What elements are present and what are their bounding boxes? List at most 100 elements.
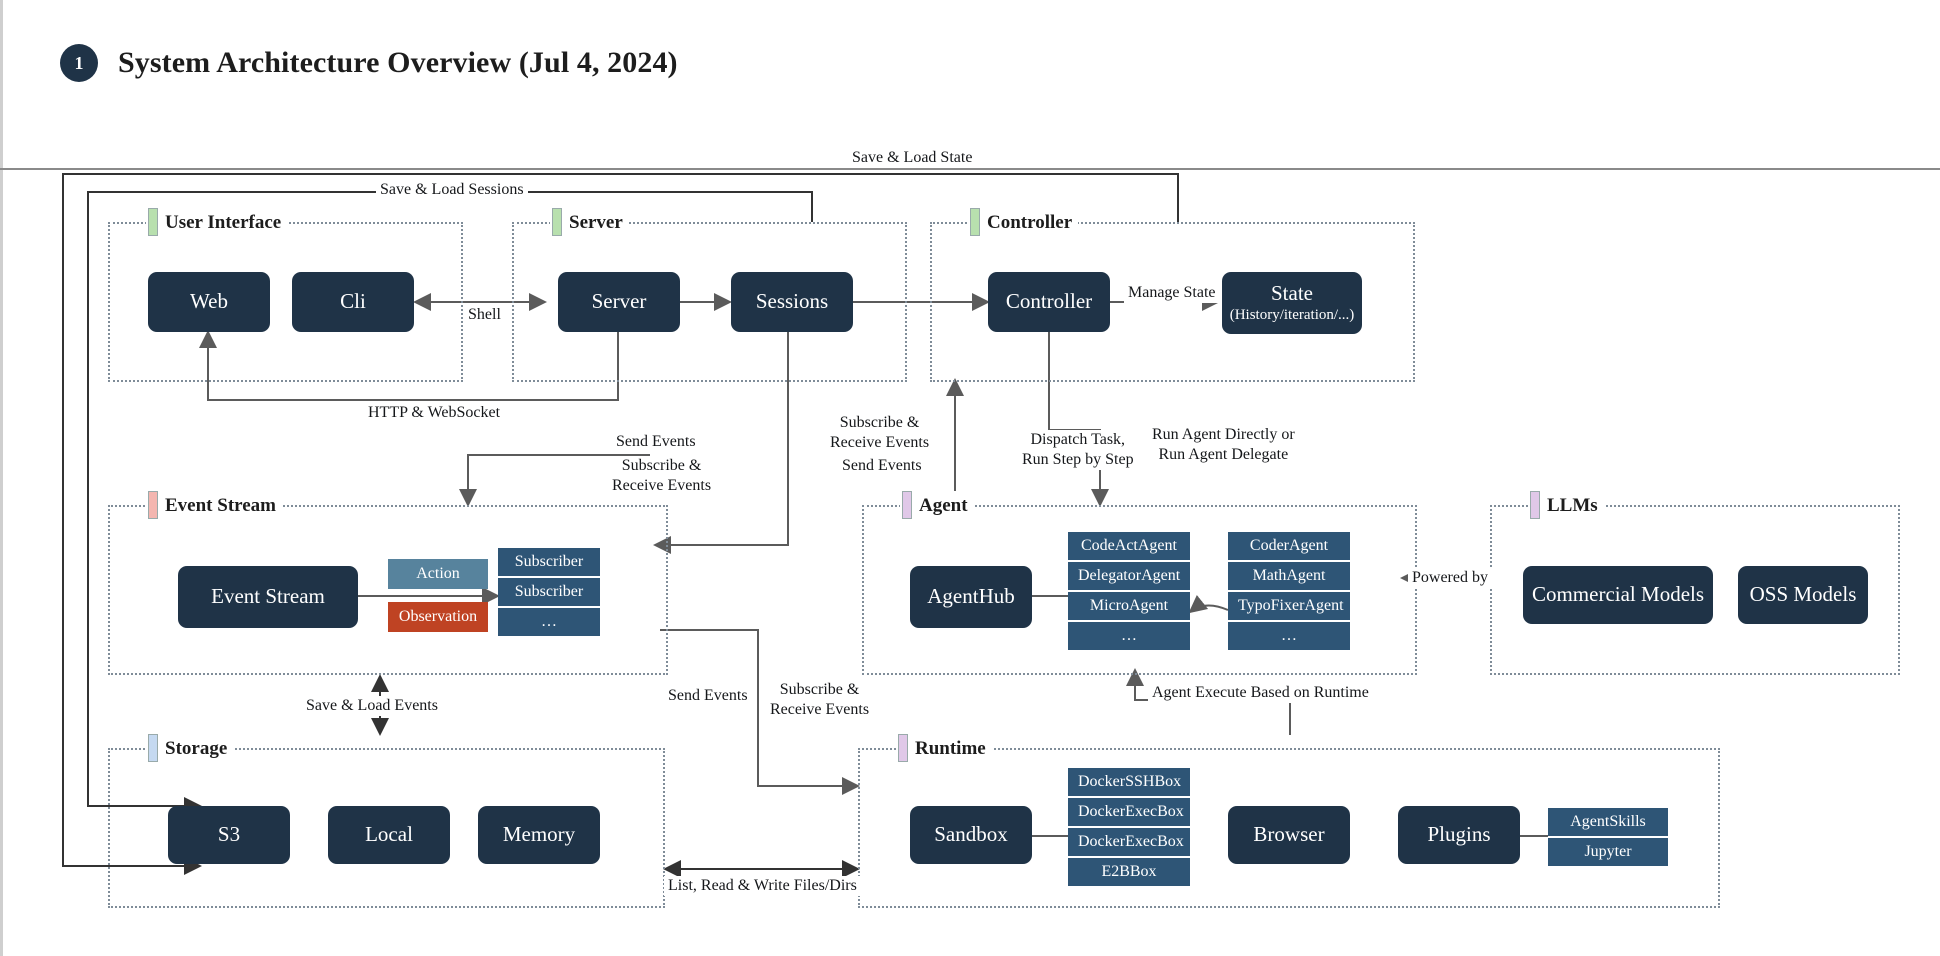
group-title-runtime: Runtime — [896, 734, 992, 762]
edge-label-powered-by: Powered by — [1408, 568, 1492, 588]
stack-item[interactable]: Jupyter — [1548, 838, 1668, 866]
group-title-llms: LLMs — [1528, 491, 1604, 519]
group-user-interface: User Interface — [108, 208, 463, 382]
stack-item[interactable]: Subscriber — [498, 548, 600, 576]
group-title-event-stream: Event Stream — [146, 491, 282, 519]
group-label: User Interface — [165, 211, 282, 233]
stack-item[interactable]: TypoFixerAgent — [1228, 592, 1350, 620]
node-label: Memory — [502, 822, 576, 847]
node-web[interactable]: Web — [148, 272, 270, 332]
node-label: Web — [190, 289, 228, 314]
group-controller: Controller — [930, 208, 1415, 382]
stack-sandboxes: DockerSSHBox DockerExecBox DockerExecBox… — [1068, 768, 1190, 886]
group-title-user-interface: User Interface — [146, 208, 288, 236]
group-llms: LLMs — [1490, 491, 1900, 675]
stack-item[interactable]: … — [498, 608, 600, 636]
edge-label-dispatch-task: Dispatch Task,Run Step by Step — [1018, 430, 1138, 470]
node-label: Browser — [1253, 822, 1325, 847]
node-label: S3 — [217, 822, 241, 847]
stack-item[interactable]: MathAgent — [1228, 562, 1350, 590]
edge-label-manage-state: Manage State — [1124, 283, 1220, 303]
stack-item[interactable]: E2BBox — [1068, 858, 1190, 886]
node-label: Sessions — [755, 289, 829, 314]
node-label: State — [1271, 280, 1313, 305]
group-accent-bar-icon — [148, 734, 158, 762]
node-s3[interactable]: S3 — [168, 806, 290, 864]
node-event-stream[interactable]: Event Stream — [178, 566, 358, 628]
edge-label-subscribe-receive-3: Subscribe &Receive Events — [766, 680, 874, 720]
edge-label-shell: Shell — [464, 305, 505, 325]
stack-agents-right: CoderAgent MathAgent TypoFixerAgent … — [1228, 532, 1350, 650]
stack-item[interactable]: AgentSkills — [1548, 808, 1668, 836]
node-label: OSS Models — [1749, 582, 1857, 607]
node-label: Plugins — [1427, 822, 1491, 847]
edge-label-subscribe-receive-2: Subscribe &Receive Events — [826, 413, 934, 453]
node-plugins[interactable]: Plugins — [1398, 806, 1520, 864]
edge-label-save-load-sessions: Save & Load Sessions — [376, 180, 528, 200]
group-accent-bar-icon — [902, 491, 912, 519]
group-label: LLMs — [1547, 494, 1598, 516]
chip-action[interactable]: Action — [388, 559, 488, 589]
group-server: Server — [512, 208, 907, 382]
edge-label-http-websocket: HTTP & WebSocket — [364, 403, 505, 423]
group-accent-bar-icon — [148, 491, 158, 519]
node-label: Sandbox — [934, 822, 1008, 847]
node-local[interactable]: Local — [328, 806, 450, 864]
node-label: AgentHub — [927, 584, 1015, 609]
slide-number-badge: 1 — [60, 44, 98, 82]
node-server[interactable]: Server — [558, 272, 680, 332]
node-label: Cli — [340, 289, 366, 314]
group-storage: Storage — [108, 734, 665, 908]
group-accent-bar-icon — [970, 208, 980, 236]
node-sandbox[interactable]: Sandbox — [910, 806, 1032, 864]
group-title-server: Server — [550, 208, 629, 236]
chip-observation[interactable]: Observation — [388, 602, 488, 632]
stack-item[interactable]: CoderAgent — [1228, 532, 1350, 560]
group-title-storage: Storage — [146, 734, 234, 762]
stack-item[interactable]: DockerExecBox — [1068, 828, 1190, 856]
stack-item[interactable]: MicroAgent — [1068, 592, 1190, 620]
edge-label-agent-execute: Agent Execute Based on Runtime — [1148, 683, 1373, 703]
stack-item[interactable]: … — [1068, 622, 1190, 650]
node-label: Server — [591, 289, 647, 314]
node-state[interactable]: State (History/iteration/...) — [1222, 272, 1362, 334]
group-accent-bar-icon — [148, 208, 158, 236]
node-label: Event Stream — [211, 584, 325, 609]
group-accent-bar-icon — [898, 734, 908, 762]
page-title: System Architecture Overview (Jul 4, 202… — [118, 46, 678, 79]
stack-item[interactable]: DelegatorAgent — [1068, 562, 1190, 590]
group-accent-bar-icon — [1530, 491, 1540, 519]
stack-item[interactable]: Subscriber — [498, 578, 600, 606]
node-browser[interactable]: Browser — [1228, 806, 1350, 864]
node-cli[interactable]: Cli — [292, 272, 414, 332]
group-runtime: Runtime — [858, 734, 1720, 908]
edge-label-send-events-2: Send Events — [838, 456, 926, 476]
node-memory[interactable]: Memory — [478, 806, 600, 864]
group-agent: Agent — [862, 491, 1417, 675]
stack-item[interactable]: DockerExecBox — [1068, 798, 1190, 826]
stack-item[interactable]: CodeActAgent — [1068, 532, 1190, 560]
stack-item[interactable]: DockerSSHBox — [1068, 768, 1190, 796]
node-sublabel: (History/iteration/...) — [1229, 307, 1355, 324]
node-label: Controller — [1005, 289, 1093, 314]
left-rail — [0, 0, 3, 956]
top-rule — [0, 168, 1940, 170]
group-label: Controller — [987, 212, 1073, 232]
edge-label-save-load-events: Save & Load Events — [302, 696, 442, 716]
stack-item[interactable]: … — [1228, 622, 1350, 650]
node-controller[interactable]: Controller — [988, 272, 1110, 332]
group-label: Storage — [165, 738, 228, 758]
node-label: Local — [365, 822, 413, 847]
edge-label-save-load-state: Save & Load State — [848, 148, 977, 168]
node-sessions[interactable]: Sessions — [731, 272, 853, 332]
node-agenthub[interactable]: AgentHub — [910, 566, 1032, 628]
node-commercial-models[interactable]: Commercial Models — [1523, 566, 1713, 624]
stack-subscribers: Subscriber Subscriber … — [498, 548, 600, 636]
edge-label-send-events-3: Send Events — [664, 686, 752, 706]
node-oss-models[interactable]: OSS Models — [1738, 566, 1868, 624]
group-label: Event Stream — [165, 494, 276, 516]
node-label: Commercial Models — [1531, 582, 1705, 607]
group-label: Agent — [919, 494, 968, 516]
group-label: Server — [569, 212, 623, 232]
